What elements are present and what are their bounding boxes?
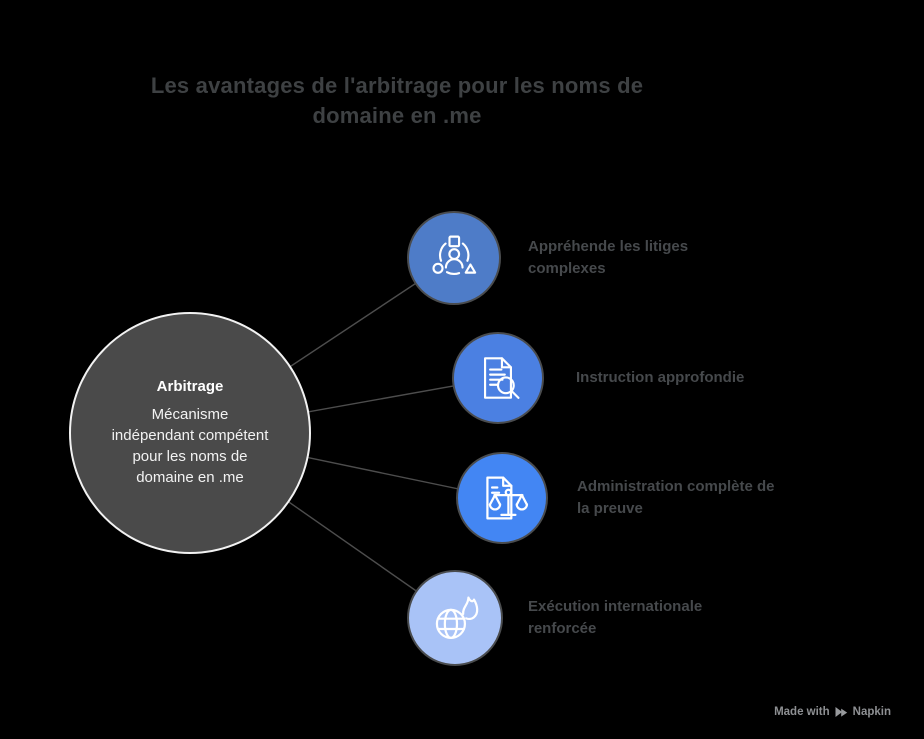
label-line: Instruction approfondie (576, 369, 745, 386)
node-label-litiges: Appréhende les litiges complexes (528, 236, 688, 280)
central-body-line: Mécanisme (151, 406, 229, 423)
central-body-line: indépendant compétent (111, 427, 269, 444)
label-line: renforcée (528, 620, 597, 637)
node-circle-litiges[interactable] (407, 211, 501, 305)
label-line: la preuve (577, 500, 643, 517)
label-line: Exécution internationale (528, 598, 703, 615)
label-line: complexes (528, 260, 606, 277)
central-body-line: pour les noms de (132, 448, 248, 465)
label-line: Administration complète de (577, 478, 775, 495)
watermark-prefix: Made with (774, 706, 830, 718)
node-label-preuve: Administration complète de la preuve (577, 476, 775, 520)
page-title: Les avantages de l'arbitrage pour les no… (57, 71, 737, 131)
central-node-heading: Arbitrage (156, 378, 224, 395)
label-line: Appréhende les litiges (528, 238, 689, 255)
node-label-instruction: Instruction approfondie (576, 367, 744, 389)
document-search-icon (483, 357, 520, 399)
mediation-icon (432, 235, 477, 275)
napkin-logo-icon (835, 707, 847, 717)
globe-flame-icon (435, 596, 479, 639)
made-with-napkin[interactable]: Made with Napkin (774, 705, 891, 719)
central-body-line: domaine en .me (136, 469, 244, 486)
title-line-1: Les avantages de l'arbitrage pour les no… (150, 73, 644, 98)
central-node-description: Mécanisme indépendant compétent pour les… (112, 404, 269, 488)
node-circle-preuve[interactable] (456, 452, 548, 544)
central-node-arbitrage[interactable]: Arbitrage Mécanisme indépendant compéten… (69, 312, 311, 554)
node-label-execution: Exécution internationale renforcée (528, 596, 702, 640)
document-scales-icon (486, 476, 529, 520)
title-line-2: domaine en .me (312, 103, 482, 128)
node-circle-instruction[interactable] (452, 332, 544, 424)
node-circle-execution[interactable] (407, 570, 503, 666)
watermark-brand: Napkin (852, 706, 891, 718)
